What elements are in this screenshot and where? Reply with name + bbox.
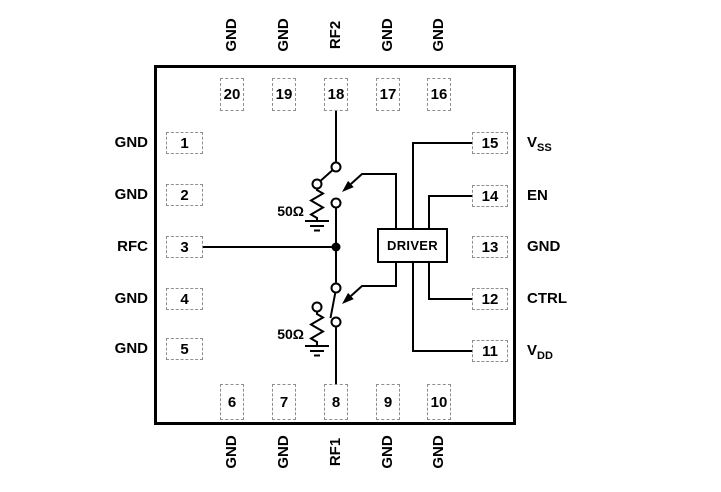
pin-9-number: 9: [383, 393, 393, 411]
pin-12-number: 12: [481, 290, 499, 308]
pin-14-box: 14: [472, 185, 508, 207]
pin-13-label-main: GND: [527, 238, 561, 255]
driver-pin-wires: [412, 142, 472, 352]
pin-7-number: 7: [279, 393, 289, 411]
pin-9-box: 9: [376, 384, 400, 420]
pin-20-box: 20: [220, 78, 244, 111]
pin-5-number: 5: [180, 340, 189, 358]
pin-12-label-main: CTRL: [527, 290, 567, 307]
pin-10-number: 10: [430, 393, 448, 411]
shunt-resistor-top-symbol: [309, 188, 325, 221]
pin-8-label: RF1: [327, 437, 344, 467]
pin-1-number: 1: [180, 134, 189, 152]
ic-package-outline: [154, 65, 516, 425]
driver-arrow-top: [342, 173, 397, 230]
pin-2-number: 2: [180, 186, 189, 204]
pin-12-label: CTRL: [527, 290, 599, 308]
pin-18-label: RF2: [327, 20, 344, 50]
pin-20-number: 20: [223, 86, 241, 103]
pin-6-label: GND: [223, 435, 240, 469]
pin-11-label-sub: DD: [537, 350, 553, 362]
shunt-resistor-bottom-symbol: [309, 311, 325, 346]
pin-1-box: 1: [166, 132, 203, 154]
pin-7-label: GND: [275, 435, 292, 469]
pin-16-box: 16: [427, 78, 451, 111]
pin-5-box: 5: [166, 338, 203, 360]
pin-11-box: 11: [472, 340, 508, 362]
pin-18-number: 18: [327, 86, 345, 103]
driver-arrow-bottom: [342, 261, 397, 304]
pin-13-number: 13: [481, 238, 499, 256]
pin-9-label: GND: [379, 435, 396, 469]
pin-4-number: 4: [180, 290, 189, 308]
pin-8-number: 8: [331, 393, 341, 411]
pin-2-box: 2: [166, 184, 203, 206]
pin-2-label: GND: [114, 186, 148, 203]
pin-4-label: GND: [114, 290, 148, 307]
rfc-junction-dot: [331, 242, 341, 252]
pin-17-box: 17: [376, 78, 400, 111]
ground-symbol-bottom: [305, 345, 329, 357]
pin-8-box: 8: [324, 384, 348, 420]
pin-7-box: 7: [272, 384, 296, 420]
pin-18-box: 18: [324, 78, 348, 111]
pin-20-label: GND: [223, 18, 240, 52]
pin-6-box: 6: [220, 384, 244, 420]
pin-3-number: 3: [180, 238, 189, 256]
switch-contact-circles: [311, 161, 342, 328]
pin-14-label: EN: [527, 187, 599, 205]
pin-15-label-sub: SS: [537, 142, 552, 154]
pin-11-label-main: V: [527, 342, 538, 359]
pin-6-number: 6: [227, 393, 237, 411]
pin-3-label: RFC: [117, 238, 148, 255]
pin-14-label-main: EN: [527, 187, 548, 204]
pin-10-box: 10: [427, 384, 451, 420]
pin-10-label: GND: [430, 435, 447, 469]
pin-19-label: GND: [275, 18, 292, 52]
pin-1-label: GND: [114, 134, 148, 151]
pin-15-number: 15: [481, 134, 499, 152]
pin-13-label: GND: [527, 238, 599, 256]
pin-19-box: 19: [272, 78, 296, 111]
pin-13-box: 13: [472, 236, 508, 258]
shunt-resistor-top-value: 50Ω: [277, 203, 304, 219]
pin-12-box: 12: [472, 288, 508, 310]
pin-3-box: 3: [166, 236, 203, 258]
pin-14-number: 14: [481, 187, 499, 205]
pin-15-label-main: V: [527, 134, 538, 151]
pin-4-box: 4: [166, 288, 203, 310]
pin-11-number: 11: [482, 342, 498, 360]
pin-16-label: GND: [430, 18, 447, 52]
pin-17-number: 17: [379, 86, 397, 103]
pin-15-box: 15: [472, 132, 508, 154]
shunt-resistor-bottom-value: 50Ω: [277, 326, 304, 342]
pin-16-number: 16: [430, 86, 448, 103]
pin-19-number: 19: [275, 86, 293, 103]
pin-11-label: VDD: [527, 342, 599, 362]
driver-label: DRIVER: [387, 238, 438, 253]
series-switch-arm-bottom: [329, 288, 337, 319]
pin-5-label: GND: [114, 340, 148, 357]
pin-17-label: GND: [379, 18, 396, 52]
pin-15-label: VSS: [527, 134, 599, 154]
driver-block: DRIVER: [377, 228, 448, 263]
ground-symbol-top: [305, 220, 329, 232]
